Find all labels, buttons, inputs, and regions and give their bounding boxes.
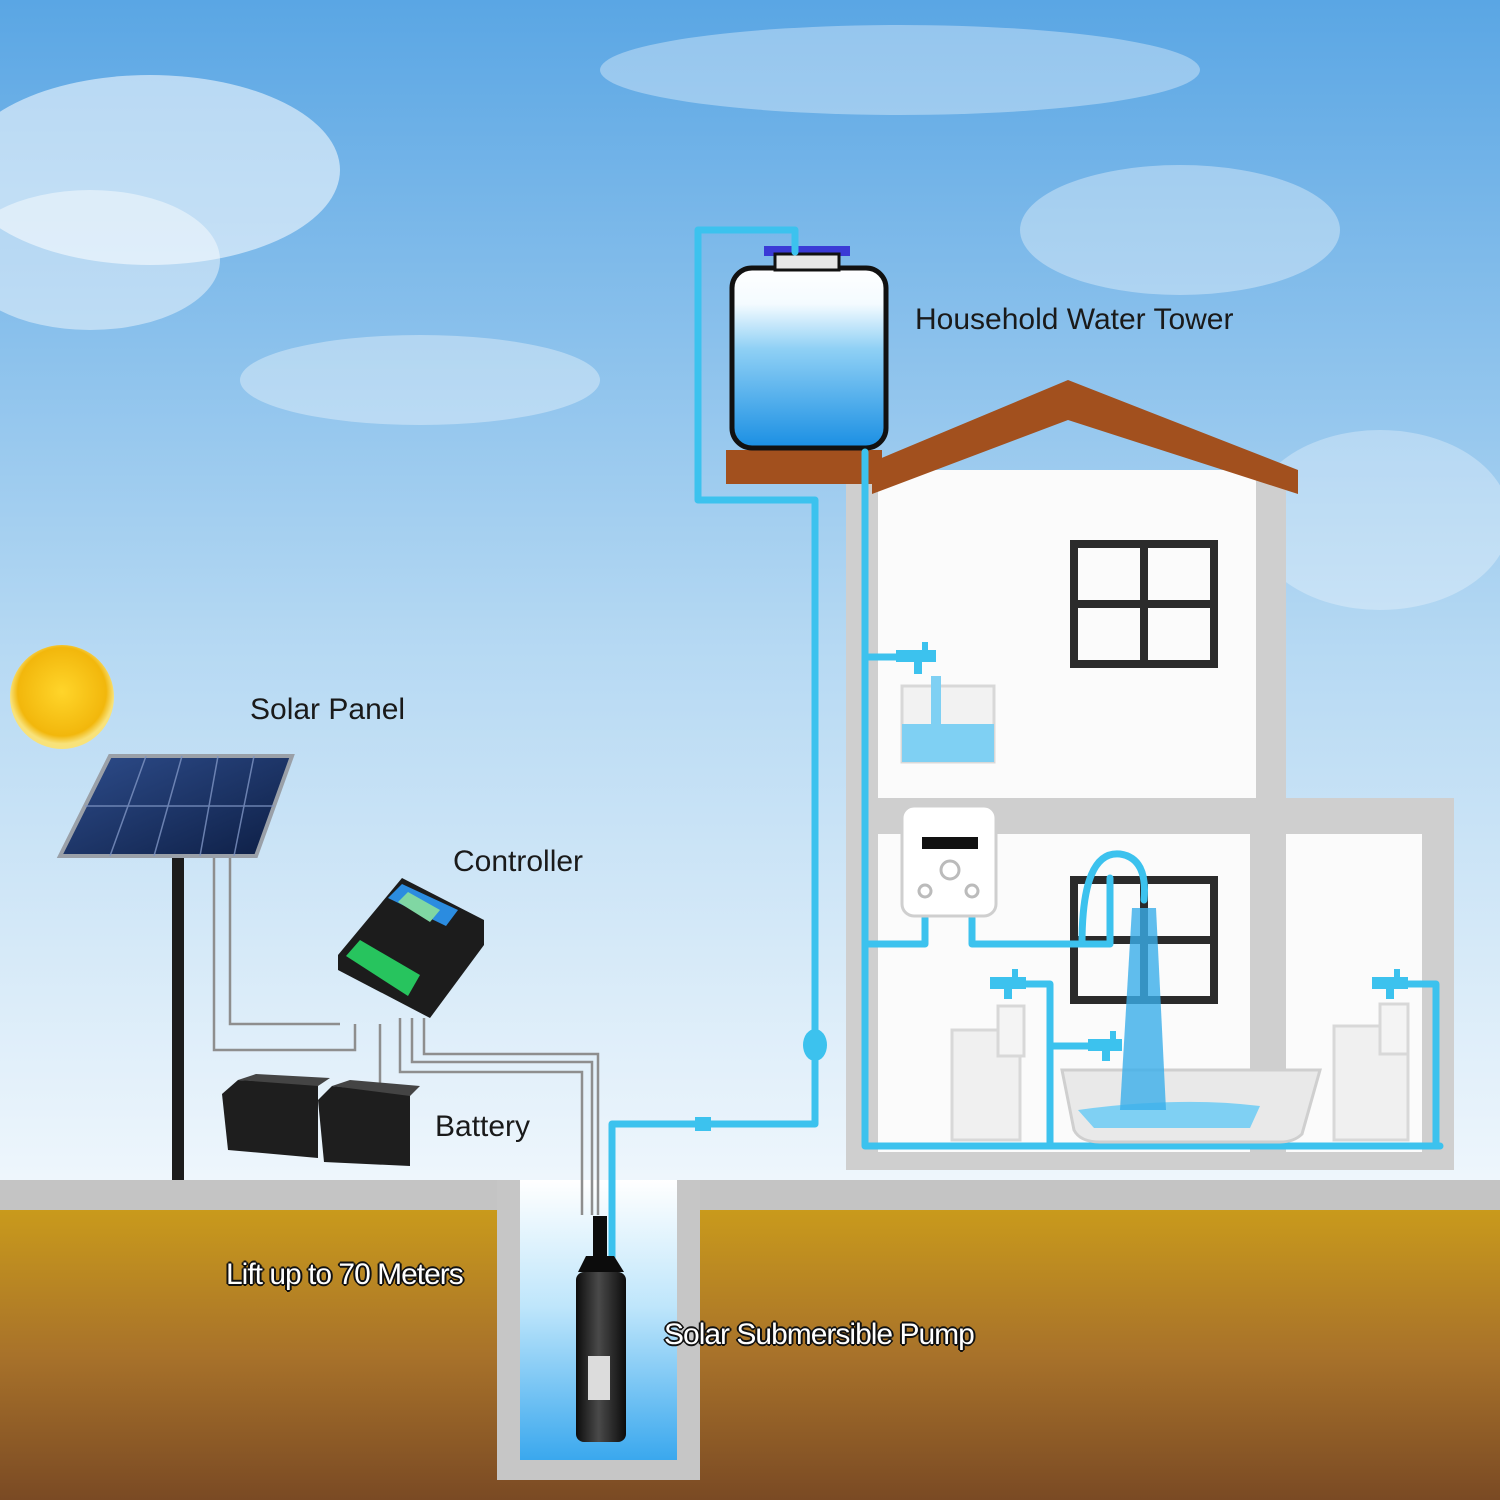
wash-basin (900, 676, 996, 764)
water-heater (900, 804, 998, 918)
faucet-icons (896, 642, 1408, 1061)
submersible-pump-icon (576, 1216, 626, 1442)
sun-icon (10, 645, 114, 749)
label-controller: Controller (453, 845, 584, 878)
clouds (0, 25, 1500, 610)
label-pump: Solar Submersible Pump (664, 1318, 975, 1351)
tower-platform (726, 450, 882, 484)
label-lift-height: Lift up to 70 Meters (226, 1258, 464, 1291)
battery-icon (222, 1074, 420, 1166)
pipe-valves (695, 1029, 827, 1131)
electrical-wiring (212, 858, 600, 1215)
solar-panel-icon (56, 754, 295, 1180)
label-water-tower: Household Water Tower (915, 303, 1234, 336)
shower-stream (1120, 908, 1166, 1110)
soil (0, 1210, 1500, 1500)
toilet-right (1332, 1002, 1410, 1142)
bathtub (1060, 908, 1322, 1144)
water-tank (729, 246, 889, 451)
label-solar-panel: Solar Panel (250, 693, 406, 726)
window-upper (1070, 540, 1218, 668)
label-battery: Battery (435, 1110, 531, 1143)
ground-surface (0, 1180, 1500, 1210)
roof (872, 380, 1298, 494)
water-pipes (608, 226, 1444, 1264)
controller-icon (338, 878, 484, 1018)
toilet-left (950, 1004, 1026, 1142)
